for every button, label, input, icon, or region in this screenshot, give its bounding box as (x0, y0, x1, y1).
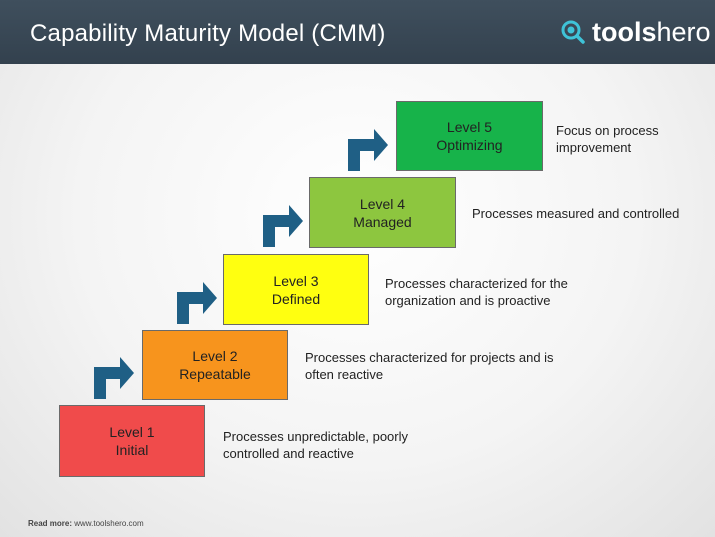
level-3-number: Level 3 (273, 272, 319, 289)
logo-text-light: hero (656, 16, 711, 47)
level-5-name: Optimizing (436, 137, 503, 153)
level-3-box: Level 3 Defined (223, 254, 369, 325)
level-2-description: Processes characterized for projects and… (305, 350, 554, 382)
level-2-number: Level 2 (192, 348, 238, 364)
footer-read-more: Read more: www.toolshero.com (28, 519, 144, 528)
level-4-number: Level 4 (359, 195, 406, 212)
level-5-description: Focus on process improvement (556, 123, 659, 155)
level-3-description: Processes characterized for the organiza… (385, 276, 568, 308)
level-5-box: Level 5 Optimizing (396, 101, 543, 171)
step-arrow-icon (348, 129, 388, 171)
level-4-box: Level 4 Managed (309, 177, 456, 248)
step-arrow-icon (177, 282, 217, 324)
footer-label: Read more: (28, 519, 73, 528)
logo-text-bold: tools (592, 16, 657, 47)
level-1-description: Processes unpredictable, poorly controll… (223, 429, 408, 461)
magnifier-logo-icon (561, 20, 585, 44)
footer-link[interactable]: www.toolshero.com (74, 519, 144, 528)
step-arrow-icon (263, 205, 303, 247)
level-1-number: Level 1 (109, 424, 155, 440)
page-title: Capability Maturity Model (CMM) (30, 20, 386, 47)
level-1-box: Level 1 Initial (59, 405, 205, 477)
level-5-number: Level 5 (446, 119, 493, 135)
level-3-name: Defined (271, 290, 321, 307)
level-4-description: Processes measured and controlled (472, 206, 680, 221)
level-1-name: Initial (115, 442, 149, 458)
level-2-box: Level 2 Repeatable (142, 330, 288, 400)
step-arrow-icon (94, 357, 134, 399)
level-2-name: Repeatable (179, 366, 251, 382)
level-4-name: Managed (353, 213, 412, 230)
